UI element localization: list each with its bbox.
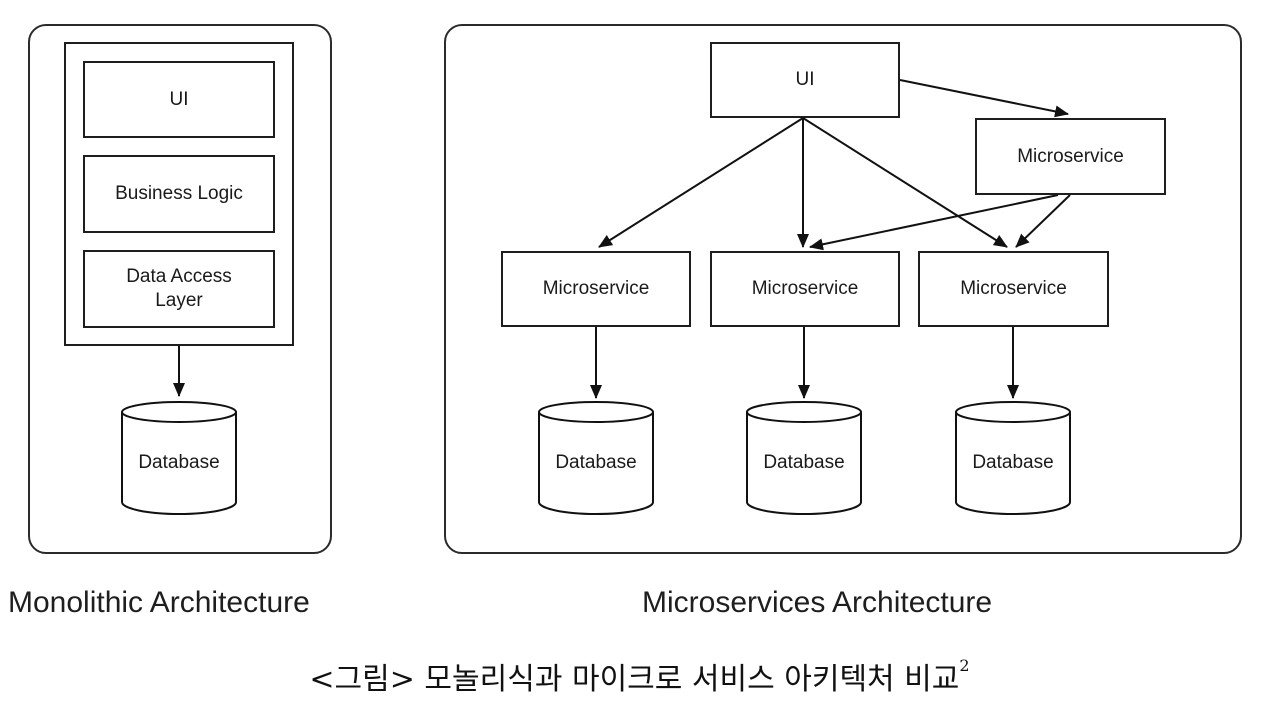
microservices-ui-box: UI [710, 42, 900, 118]
microservice-2: Microservice [710, 251, 900, 327]
monolith-data-access-layer: Data Access Layer [83, 250, 275, 328]
figure-caption: <그림> 모놀리식과 마이크로 서비스 아키텍처 비교2 [0, 654, 1279, 698]
database-cylinder-icon [121, 401, 237, 515]
database-cylinder-icon [746, 401, 862, 515]
database-label: Database [555, 452, 637, 473]
microservices-caption: Microservices Architecture [642, 586, 993, 619]
microservices-panel [444, 24, 1242, 554]
monolith-ui-layer: UI [83, 61, 275, 138]
microservice-top-right: Microservice [975, 118, 1166, 195]
footnote-marker: 2 [959, 656, 970, 675]
arrow-msr-to-ms2 [809, 194, 1059, 251]
microservice-1-database: Database [537, 400, 655, 518]
monolith-database: Database [120, 400, 238, 518]
arrow-msr-to-ms3 [1015, 194, 1071, 248]
microservice-3: Microservice [918, 251, 1109, 327]
arrow-ui-to-ms3 [802, 117, 1008, 248]
arrow-ui-to-ms1 [598, 117, 804, 248]
database-label: Database [763, 452, 845, 473]
database-label: Database [972, 452, 1054, 473]
database-label: Database [138, 452, 220, 473]
monolithic-panel [28, 24, 332, 554]
arrow-ui-to-ms-top-right [899, 79, 1069, 118]
monolith-application-box [64, 42, 294, 346]
microservice-1: Microservice [501, 251, 691, 327]
database-cylinder-icon [538, 401, 654, 515]
monolithic-caption: Monolithic Architecture [8, 586, 310, 619]
monolith-business-logic-layer: Business Logic [83, 155, 275, 233]
database-cylinder-icon [955, 401, 1071, 515]
microservice-2-database: Database [745, 400, 863, 518]
figure-caption-text: <그림> 모놀리식과 마이크로 서비스 아키텍처 비교 [309, 662, 960, 697]
microservice-3-database: Database [954, 400, 1072, 518]
